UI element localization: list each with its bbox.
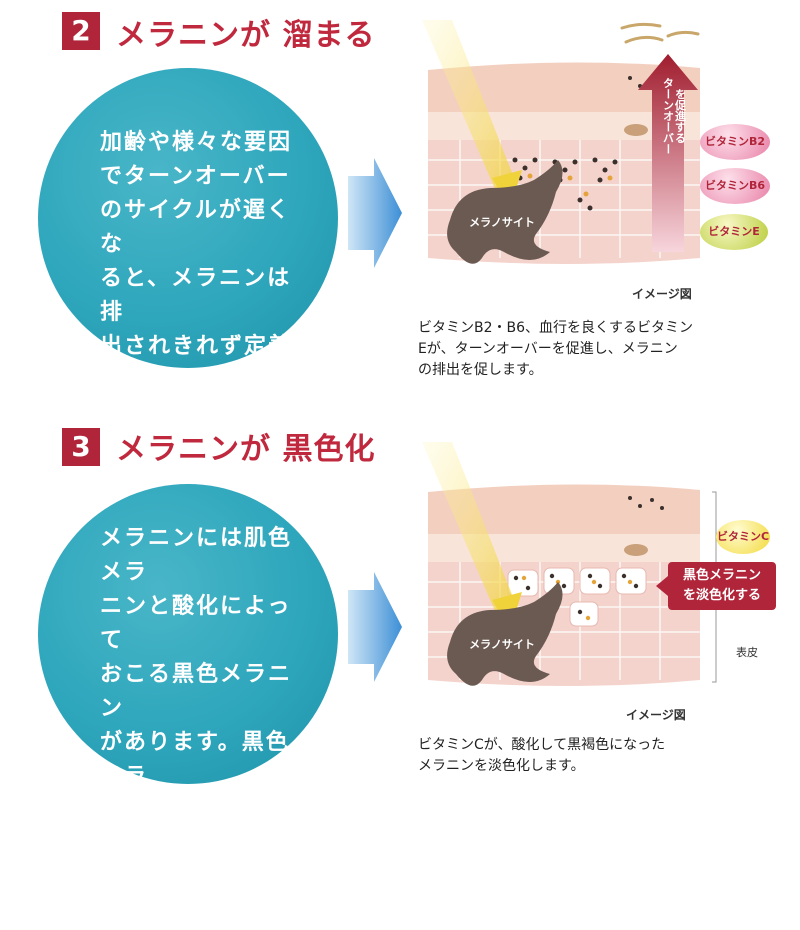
description: ビタミンCが、酸化して黒褐色になった メラニンを淡色化します。	[418, 737, 666, 774]
epidermis-label: 表皮	[736, 646, 758, 659]
skin-illustration: メラノサイト ターンオーバー を促進する	[422, 20, 700, 264]
badge-vitamin-c: ビタミンC	[716, 520, 770, 554]
explanation-circle: メラニンには肌色メラ ニンと酸化によって おこる黒色メラニン があります。黒色メ…	[38, 484, 338, 925]
turnover-label-line1: ターンオーバー	[662, 77, 675, 154]
section-melanin-accumulates: 2 メラニンが 溜まる 加齢や様々な要因 でターンオーバー のサイクルが遅くな …	[0, 0, 800, 400]
image-caption: イメージ図	[626, 708, 686, 722]
callout-pointer	[656, 576, 668, 596]
section-melanin-darkens: 3 メラニンが 黒色化 メラニンには肌色メラ ニンと酸化によって おこる黒色メラ…	[0, 400, 800, 925]
turnover-label-line2: を促進する	[674, 88, 688, 144]
explanation-circle: 加齢や様々な要因 でターンオーバー のサイクルが遅くな ると、メラニンは排 出さ…	[38, 68, 338, 393]
badge-vitamin-b2: ビタミンB2	[700, 124, 770, 160]
melanocyte-label: メラノサイト	[469, 638, 535, 651]
right-arrow-icon	[348, 158, 402, 268]
section-number: 3	[62, 428, 100, 466]
image-caption: イメージ図	[632, 287, 692, 301]
badge-vitamin-b6: ビタミンB6	[700, 168, 770, 204]
explanation-text: 加齢や様々な要因 でターンオーバー のサイクルが遅くな ると、メラニンは排 出さ…	[100, 130, 293, 393]
description: ビタミンB2・B6、血行を良くするビタミン Eが、ターンオーバーを促進し、メラニ…	[418, 320, 694, 378]
section-heading: メラニンが 黒色化	[116, 432, 376, 467]
melanocyte-label: メラノサイト	[469, 216, 535, 229]
svg-text:を促進する: を促進する	[674, 88, 688, 144]
section-heading: メラニンが 溜まる	[116, 18, 376, 53]
callout-lighten-melanin: 黒色メラニン を淡色化する	[668, 562, 776, 610]
badge-vitamin-e: ビタミンE	[700, 214, 768, 250]
right-arrow-icon	[348, 572, 402, 682]
explanation-text: メラニンには肌色メラ ニンと酸化によって おこる黒色メラニン があります。黒色メ…	[100, 526, 293, 925]
svg-text:ターンオーバー: ターンオーバー	[662, 77, 675, 154]
section-number: 2	[62, 12, 100, 50]
skin-illustration: メラノサイト	[422, 442, 717, 686]
